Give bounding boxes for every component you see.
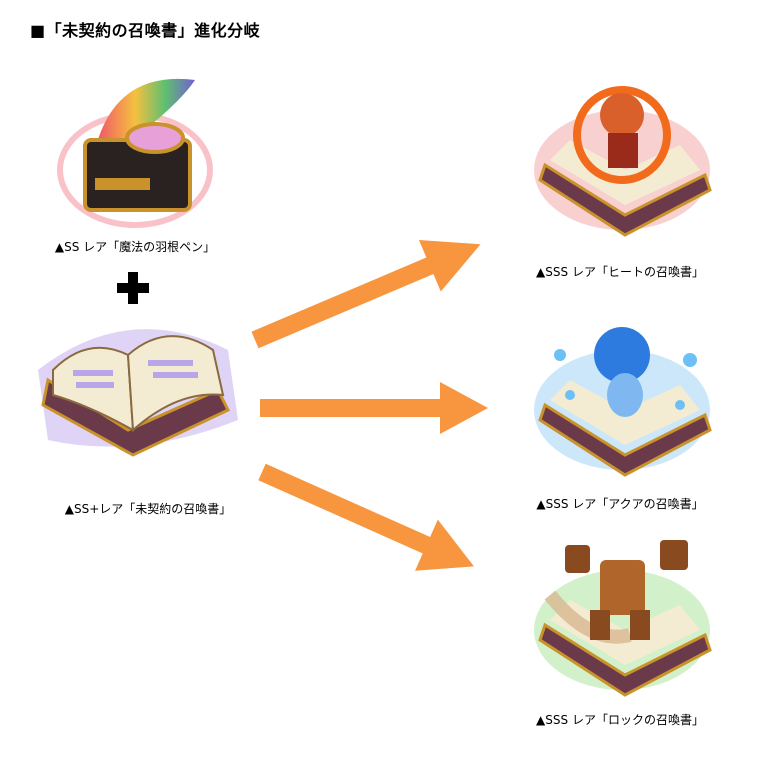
source-caption-quill: ▲SS レア「魔法の羽根ペン」	[54, 240, 216, 254]
arrow-to-heat	[251, 239, 481, 349]
arrow-to-rock	[258, 463, 474, 571]
rock-summoning-book-image	[530, 535, 715, 700]
result-caption-rock: ▲SSS レア「ロックの召喚書」	[536, 713, 704, 727]
result-caption-heat: ▲SSS レア「ヒートの召喚書」	[536, 265, 704, 279]
heat-summoning-book-image	[530, 75, 715, 240]
arrow-to-aqua	[260, 382, 488, 434]
source-caption-book: ▲SS+レア「未契約の召喚書」	[64, 502, 232, 516]
page-title: ■「未契約の召喚書」進化分岐	[30, 21, 261, 40]
quill-pen-inkwell-image	[55, 60, 215, 230]
unsigned-summoning-book-image	[28, 310, 248, 460]
plus-icon	[115, 270, 151, 306]
result-caption-aqua: ▲SSS レア「アクアの召喚書」	[536, 497, 704, 511]
aqua-summoning-book-image	[530, 315, 715, 480]
